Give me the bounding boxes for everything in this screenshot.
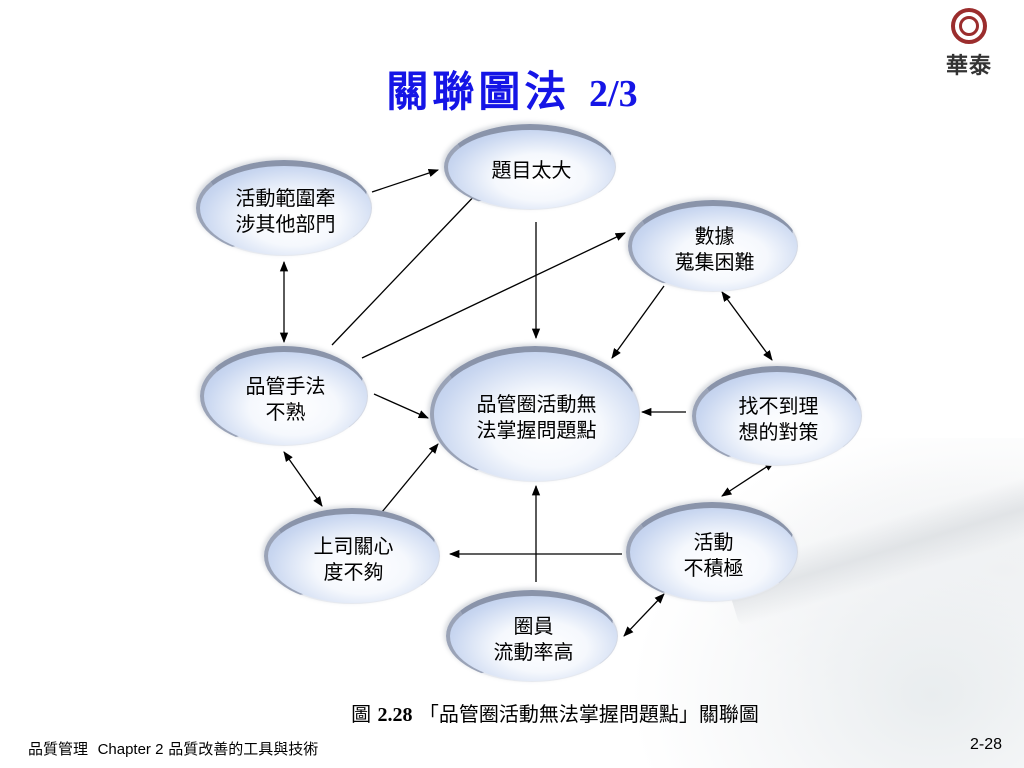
footer-course: 品質管理 Chapter 2 品質改善的工具與技術 [28, 738, 318, 759]
caption-text: 「品管圈活動無法掌握問題點」關聯圖 [418, 702, 759, 726]
figure-caption: 圖 2.28 「品管圈活動無法掌握問題點」關聯圖 [0, 698, 1024, 727]
arrow-boss-center [381, 443, 439, 513]
footer-chapter: Chapter 2 [97, 741, 164, 758]
caption-number: 2.28 [377, 704, 413, 726]
node-member-turnover: 圈員 流動率高 [446, 590, 618, 682]
arrow-method-boss [283, 451, 323, 507]
node-data-collection: 數據 蒐集困難 [628, 200, 798, 292]
arrow-data-solution [721, 291, 773, 361]
logo-mark-icon [951, 8, 987, 44]
arrow-method-center [373, 393, 429, 419]
node-boss-concern: 上司關心 度不夠 [264, 508, 440, 604]
arrow-method-topic [331, 189, 481, 346]
title-main: 關聯圖法 [386, 67, 571, 116]
arrow-method-data [361, 232, 626, 359]
arrow-data-center [611, 285, 665, 359]
arrow-member-active [623, 593, 665, 637]
page-number: 2-28 [969, 736, 1002, 753]
arrow-solution-active [721, 461, 775, 497]
footer-course-name: 品質管理 [28, 740, 89, 758]
logo-text: 華泰 [945, 53, 992, 79]
title-page: 2/3 [589, 73, 638, 115]
node-qc-method-unfamiliar: 品管手法 不熟 [200, 346, 368, 446]
company-logo: 華泰 [934, 8, 1004, 86]
node-activity-passive: 活動 不積極 [626, 502, 798, 602]
node-center-problem: 品管圈活動無 法掌握問題點 [430, 346, 640, 482]
node-no-solution: 找不到理 想的對策 [692, 366, 862, 466]
node-scope-other-depts: 活動範圍牽 涉其他部門 [196, 160, 372, 256]
slide-title: 關聯圖法 2/3 [0, 58, 1024, 119]
caption-prefix: 圖 [351, 702, 372, 726]
arrow-scope-topic [371, 169, 439, 193]
footer-subtitle: 品質改善的工具與技術 [168, 740, 319, 758]
node-topic-too-big: 題目太大 [444, 124, 616, 210]
